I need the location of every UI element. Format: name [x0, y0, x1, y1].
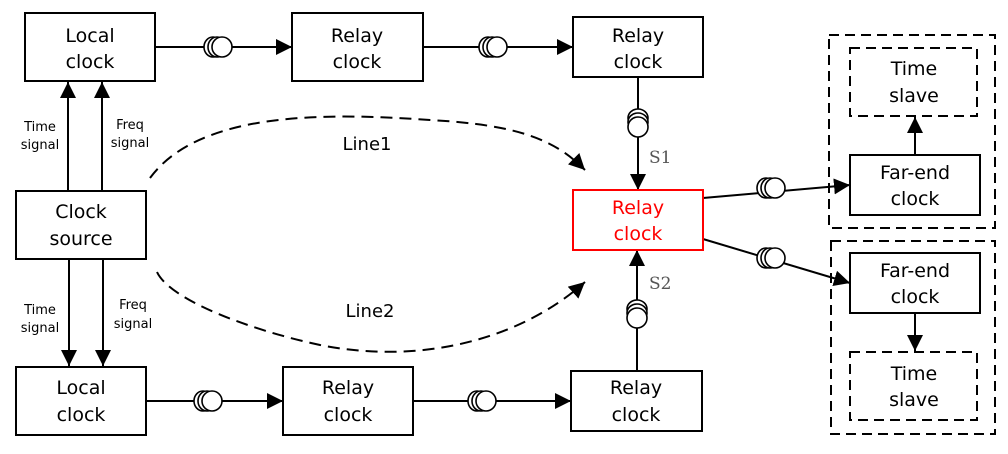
node-label: clock — [614, 51, 663, 73]
node-label: clock — [57, 404, 106, 426]
node-label: clock — [891, 188, 940, 210]
fiber-coil-icon — [627, 108, 649, 138]
fiber-coil-icon — [478, 36, 508, 58]
fiber-coil-icon — [756, 177, 786, 199]
s2-label: S2 — [649, 274, 671, 294]
fiber-coil-icon — [467, 390, 497, 412]
far-end-group-top — [828, 34, 996, 229]
local-clock-bottom-node[interactable]: Local clock — [15, 366, 147, 436]
fiber-coil-icon — [193, 390, 223, 412]
node-label: clock — [612, 404, 661, 426]
far-end-clock-bottom-node[interactable]: Far-end clock — [849, 252, 981, 314]
local-clock-top-node[interactable]: Local clock — [24, 12, 156, 82]
relay-clock-bottom-2-node[interactable]: Relay clock — [570, 370, 703, 432]
far-end-group-bottom — [830, 240, 996, 435]
far-end-clock-top-node[interactable]: Far-end clock — [849, 154, 981, 216]
node-label: Time — [890, 58, 938, 80]
node-label: Clock — [55, 201, 107, 223]
line1-label: Line1 — [343, 134, 392, 155]
line1-path — [149, 115, 586, 179]
node-label: Local — [65, 25, 114, 47]
freq-signal-label-top: Freq — [116, 118, 144, 133]
time-signal-label-bottom: signal — [21, 321, 59, 336]
relay-clock-top-1-node[interactable]: Relay clock — [291, 12, 424, 82]
relay-clock-center-node[interactable]: Relay clock — [572, 189, 704, 251]
line2-path — [156, 271, 586, 353]
node-label: clock — [66, 51, 115, 73]
node-label: Local — [56, 377, 105, 399]
s1-label: S1 — [649, 148, 671, 168]
node-label: Relay — [331, 25, 383, 47]
time-signal-label-top: Time — [23, 120, 56, 135]
node-label: Time — [890, 363, 938, 385]
node-label: Relay — [612, 197, 664, 219]
node-label: Relay — [612, 25, 664, 47]
node-label: clock — [614, 223, 663, 245]
node-label: clock — [324, 404, 373, 426]
node-label: clock — [891, 286, 940, 308]
freq-signal-label-bottom: signal — [114, 317, 152, 332]
fiber-coil-icon — [756, 247, 786, 269]
node-label: source — [49, 228, 112, 250]
relay-clock-top-2-node[interactable]: Relay clock — [572, 16, 704, 78]
time-signal-label-top: signal — [21, 138, 59, 153]
relay-clock-bottom-1-node[interactable]: Relay clock — [282, 366, 414, 436]
time-signal-label-bottom: Time — [23, 303, 56, 318]
fiber-coil-icon — [626, 299, 648, 329]
clock-source-node[interactable]: Clock source — [15, 190, 147, 260]
node-label: Relay — [610, 377, 662, 399]
line2-label: Line2 — [346, 301, 395, 322]
time-slave-bottom-node[interactable]: Time slave — [849, 351, 978, 421]
node-label: Far-end — [880, 260, 950, 282]
freq-signal-label-bottom: Freq — [119, 298, 147, 313]
node-label: clock — [333, 51, 382, 73]
freq-signal-label-top: signal — [111, 136, 149, 151]
time-slave-top-node[interactable]: Time slave — [849, 47, 978, 117]
fiber-coil-icon — [203, 36, 233, 58]
node-label: slave — [889, 389, 939, 411]
node-label: slave — [889, 85, 939, 107]
node-label: Relay — [322, 377, 374, 399]
node-label: Far-end — [880, 162, 950, 184]
